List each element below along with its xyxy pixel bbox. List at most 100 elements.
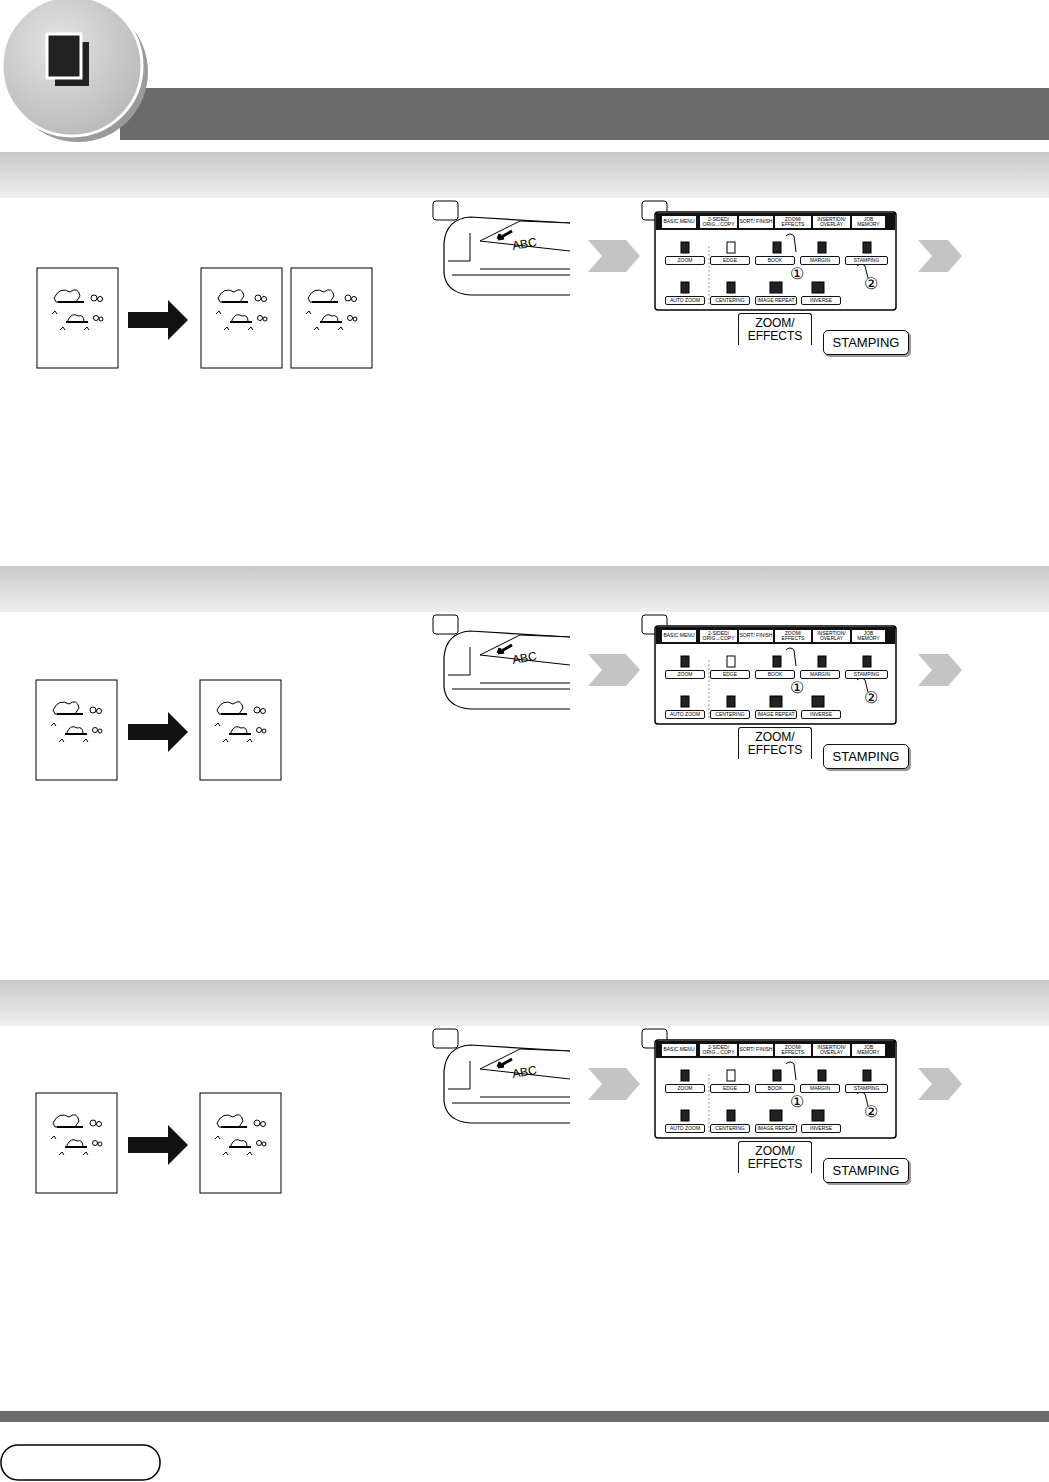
button-text: INSERTION/ OVERLAY [813,631,850,642]
button-text: ZOOM/ EFFECTS [775,217,811,228]
button-text: STAMPING [854,672,880,677]
button-text: MARGIN [810,672,830,677]
button-text: JOB MEMORY [852,1045,885,1056]
button-callout: STAMPING [823,330,909,355]
tab-button: JOB MEMORY [851,629,886,643]
button-text: ZOOM/ EFFECTS [775,1045,811,1056]
button-text: BASIC MENU [663,219,694,224]
tab-button: INSERTION/ OVERLAY [812,215,851,229]
button-text: ZOOM [678,672,693,677]
button-text: ZOOM/ EFFECTS [739,317,811,342]
button-text: ZOOM [678,258,693,263]
tab-button: 2-SIDED/ ORIG→COPY [699,1043,738,1057]
button-text: INVERSE [810,712,832,717]
button-text: ZOOM/ EFFECTS [739,1145,811,1170]
menu-button: AUTO ZOOM [665,1124,705,1133]
button-text: ZOOM/ EFFECTS [739,731,811,756]
button-text: MARGIN [810,258,830,263]
menu-button: STAMPING [845,256,888,265]
button-text: ZOOM/ EFFECTS [775,631,811,642]
menu-button: IMAGE REPEAT [755,710,797,719]
button-text: JOB MEMORY [852,631,885,642]
button-text: IMAGE REPEAT [757,298,794,303]
button-text: SORT/ FINISH [740,219,773,224]
menu-button: EDGE [710,670,750,679]
menu-button: ZOOM [665,1084,705,1093]
tab-button: INSERTION/ OVERLAY [812,1043,851,1057]
button-text: CENTERING [715,1126,744,1131]
tab-callout: ZOOM/ EFFECTS [738,1141,812,1173]
button-text: EDGE [723,1086,737,1091]
menu-button: CENTERING [710,710,750,719]
callout-number: ① [790,680,804,696]
callout-number: ② [864,690,878,706]
button-callout: STAMPING [823,744,909,769]
button-callout: STAMPING [823,1158,909,1183]
menu-button: MARGIN [800,670,840,679]
button-text: STAMPING [854,1086,880,1091]
tab-button: ZOOM/ EFFECTS [774,215,812,229]
tab-button: ZOOM/ EFFECTS [774,1043,812,1057]
tab-button: BASIC MENU [661,1043,697,1057]
menu-button: BOOK [755,670,795,679]
tab-button: 2-SIDED/ ORIG→COPY [699,629,738,643]
button-text: AUTO ZOOM [670,298,700,303]
tab-callout: ZOOM/ EFFECTS [738,727,812,759]
button-text: BASIC MENU [663,633,694,638]
tab-button: JOB MEMORY [851,215,886,229]
menu-button: INVERSE [801,296,841,305]
tab-button: 2-SIDED/ ORIG→COPY [699,215,738,229]
menu-button: IMAGE REPEAT [755,1124,797,1133]
button-text: CENTERING [715,712,744,717]
button-text: EDGE [723,672,737,677]
button-text: EDGE [723,258,737,263]
tab-callout: ZOOM/ EFFECTS [738,313,812,345]
menu-button: STAMPING [845,1084,888,1093]
menu-button: INVERSE [801,1124,841,1133]
tab-button: JOB MEMORY [851,1043,886,1057]
button-text: JOB MEMORY [852,217,885,228]
button-text: SORT/ FINISH [740,633,773,638]
menu-button: CENTERING [710,296,750,305]
menu-button: AUTO ZOOM [665,296,705,305]
tab-button: BASIC MENU [661,215,697,229]
button-text: 2-SIDED/ ORIG→COPY [700,217,737,228]
button-text: BOOK [768,672,782,677]
menu-button: STAMPING [845,670,888,679]
callout-number: ② [864,276,878,292]
callout-number: ② [864,1104,878,1120]
button-text: CENTERING [715,298,744,303]
button-text: STAMPING [833,750,900,764]
tab-button: SORT/ FINISH [738,215,774,229]
menu-button: INVERSE [801,710,841,719]
tab-button: SORT/ FINISH [738,1043,774,1057]
button-text: AUTO ZOOM [670,1126,700,1131]
menu-button: ZOOM [665,256,705,265]
tab-button: BASIC MENU [661,629,697,643]
tab-button: INSERTION/ OVERLAY [812,629,851,643]
button-text: STAMPING [833,1164,900,1178]
menu-button: BOOK [755,1084,795,1093]
button-text: INVERSE [810,298,832,303]
menu-button: BOOK [755,256,795,265]
button-text: INSERTION/ OVERLAY [813,217,850,228]
button-text: STAMPING [854,258,880,263]
menu-button: CENTERING [710,1124,750,1133]
menu-button: EDGE [710,256,750,265]
button-text: INVERSE [810,1126,832,1131]
button-text: STAMPING [833,336,900,350]
menu-button: ZOOM [665,670,705,679]
button-text: BOOK [768,1086,782,1091]
button-text: 2-SIDED/ ORIG→COPY [700,1045,737,1056]
button-text: SORT/ FINISH [740,1047,773,1052]
menu-button: IMAGE REPEAT [755,296,797,305]
button-text: INSERTION/ OVERLAY [813,1045,850,1056]
button-text: IMAGE REPEAT [757,712,794,717]
button-text: ZOOM [678,1086,693,1091]
button-text: BASIC MENU [663,1047,694,1052]
menu-button: MARGIN [800,1084,840,1093]
callout-number: ① [790,1094,804,1110]
menu-button: EDGE [710,1084,750,1093]
menu-button: MARGIN [800,256,840,265]
